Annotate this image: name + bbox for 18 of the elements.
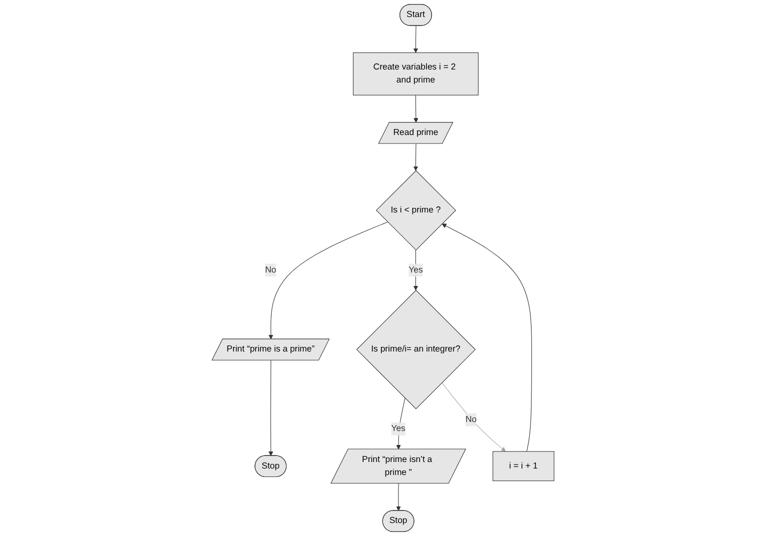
arrow [396,483,401,511]
arrow [268,222,388,340]
edge-label: No [265,265,276,275]
arrow [268,360,274,456]
node-diamond: Is prime/i= an integrer? [356,290,476,410]
arrow [442,224,532,452]
arrow [413,26,418,53]
arrow [414,94,418,123]
edge-label: No [465,414,477,424]
arrow [396,398,406,450]
arrow [413,144,418,171]
edge-label: Yes [408,265,423,275]
edge-label: Yes [391,424,406,434]
node-box: Create variables i = 2 and prime [352,52,478,96]
arrow [442,382,506,452]
arrow [413,250,418,290]
node-box: i = i + 1 [492,451,554,482]
node-diamond: Is i < prime ? [376,170,456,250]
